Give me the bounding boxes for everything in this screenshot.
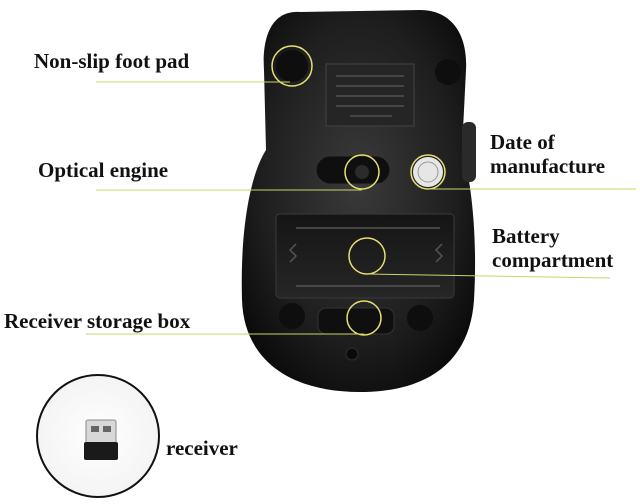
battery-compartment <box>275 213 455 299</box>
label-date-of-manufacture: Date of manufacture <box>490 130 605 178</box>
optical-sensor <box>315 155 391 185</box>
label-receiver-storage-box: Receiver storage box <box>4 309 191 333</box>
foot-pad-top-right <box>435 59 461 85</box>
label-date-line-2: manufacture <box>490 154 606 179</box>
foot-pad-bottom-left <box>279 303 305 329</box>
date-sticker <box>413 157 443 187</box>
product-sticker <box>325 63 415 127</box>
side-grip <box>462 122 476 182</box>
label-receiver: receiver <box>166 436 238 460</box>
foot-pad-top-left <box>276 50 308 82</box>
screw <box>345 347 359 361</box>
label-date-line-1: Date of <box>490 130 555 154</box>
label-battery-compartment: Battery compartment <box>492 224 613 272</box>
label-non-slip-foot-pad: Non-slip foot pad <box>34 49 190 73</box>
leader-battery <box>366 273 611 279</box>
label-battery-line-1: Battery <box>492 224 560 248</box>
label-optical-engine: Optical engine <box>38 158 169 182</box>
foot-pad-bottom-right <box>407 305 433 331</box>
label-battery-line-2: compartment <box>492 248 614 273</box>
receiver-slot <box>317 307 395 335</box>
receiver-dongle <box>84 419 118 460</box>
